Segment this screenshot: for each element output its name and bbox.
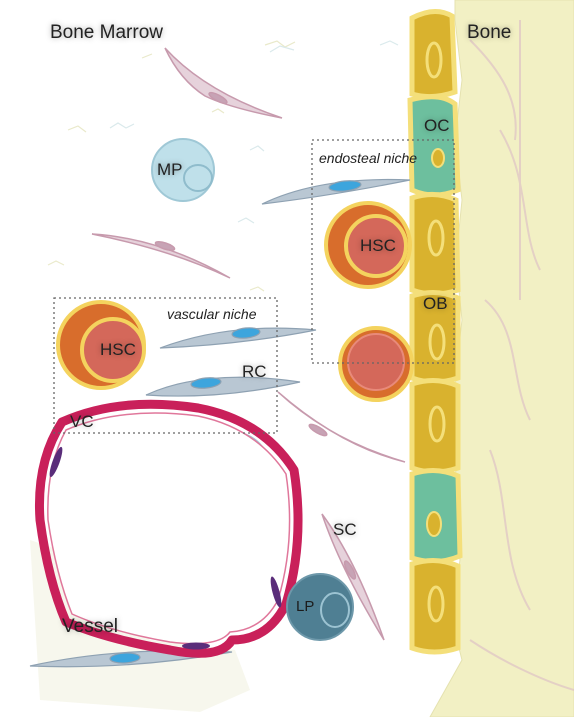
label-bone-marrow: Bone Marrow (50, 22, 163, 44)
label-hsc-endosteal: HSC (360, 236, 396, 256)
label-vascular-niche: vascular niche (167, 306, 257, 322)
osteoblast-nucleus (429, 587, 443, 621)
label-vascular-cell: VC (70, 412, 94, 432)
endothelial-nucleus (182, 643, 210, 650)
macrophage-nucleus (184, 165, 212, 191)
label-osteoblast: OB (423, 294, 448, 314)
lp-nucleus (321, 593, 349, 627)
osteoblast-nucleus (430, 325, 444, 359)
label-osteoclast: OC (424, 116, 450, 136)
label-lymphoid-progenitor: LP (296, 598, 314, 615)
osteoblast-nucleus (430, 407, 444, 441)
label-vessel: Vessel (62, 616, 118, 638)
label-stromal-cell: SC (333, 520, 357, 540)
osteoblast-nucleus (427, 43, 441, 77)
label-hsc-vascular: HSC (100, 340, 136, 360)
label-endosteal-niche: endosteal niche (319, 150, 417, 166)
bone-lining-cells (410, 11, 460, 652)
vessel-wall-inner (48, 413, 290, 644)
osteoblast-nucleus (429, 221, 443, 255)
osteoclast-nucleus (427, 512, 441, 536)
hsc-endosteal-lower-nucleus (348, 334, 404, 390)
label-macrophage: MP (157, 160, 183, 180)
label-bone: Bone (467, 22, 511, 44)
osteoclast-cell (410, 97, 458, 195)
label-reticular-cell: RC (242, 362, 267, 382)
osteoclast-nucleus (432, 149, 444, 167)
